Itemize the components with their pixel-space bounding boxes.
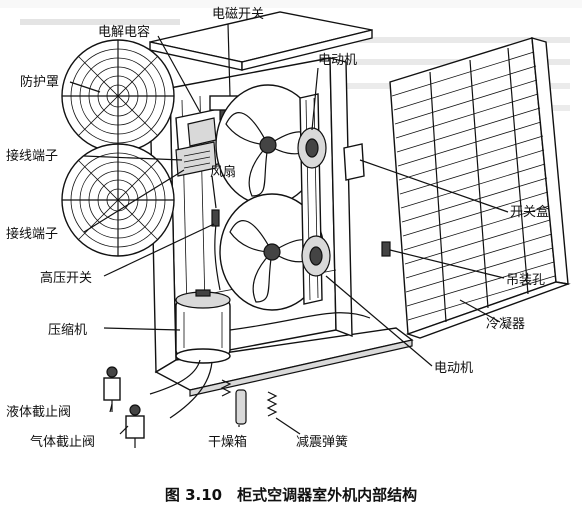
refrigerant-pipes xyxy=(149,209,371,419)
label-fan: 风扇 xyxy=(210,164,236,180)
damping-spring-shape xyxy=(220,379,278,417)
label-solenoid-switch: 电磁开关 xyxy=(212,7,264,22)
fan-guard-lower xyxy=(61,143,175,257)
label-gas-valve: 气体截止阀 xyxy=(30,434,95,450)
condenser-fins xyxy=(391,51,556,321)
label-guard: 防护罩 xyxy=(20,74,59,90)
label-hp-switch: 高压开关 xyxy=(40,270,92,286)
condenser xyxy=(389,37,571,339)
gas-valve-shape xyxy=(125,404,145,448)
label-terminal-1: 接线端子 xyxy=(6,148,58,164)
label-motor-bottom: 电动机 xyxy=(434,361,473,376)
hanging-hole-shape xyxy=(381,241,391,257)
fan-guard-upper xyxy=(61,39,175,153)
label-switch-box: 开关盒 xyxy=(510,204,549,220)
leader-lines xyxy=(69,23,509,435)
compressor-shape xyxy=(175,289,231,364)
dryer-shape xyxy=(235,389,247,425)
label-terminal-2: 接线端子 xyxy=(6,226,58,242)
motor-upper xyxy=(297,127,327,169)
motor-lower xyxy=(301,235,331,277)
label-damping-spring: 减震弹簧 xyxy=(296,434,348,450)
label-hanging-hole: 吊装孔 xyxy=(506,273,545,288)
label-motor-top: 电动机 xyxy=(318,53,357,68)
label-condenser: 冷凝器 xyxy=(486,316,525,332)
part-labels: 电解电容 电磁开关 防护罩 电动机 接线端子 风扇 开关盒 接线端子 高压开关 … xyxy=(6,7,549,450)
liquid-valve-shape xyxy=(103,366,121,412)
switch-box-shape xyxy=(343,143,365,181)
label-compressor: 压缩机 xyxy=(48,322,87,338)
label-capacitor: 电解电容 xyxy=(98,24,150,40)
top-panel xyxy=(149,11,373,71)
label-liquid-valve: 液体截止阀 xyxy=(6,405,71,420)
label-dryer: 干燥箱 xyxy=(208,434,247,450)
fan-upper xyxy=(215,84,321,206)
figure-caption: 图 3.10 柜式空调器室外机内部结构 xyxy=(165,486,417,504)
